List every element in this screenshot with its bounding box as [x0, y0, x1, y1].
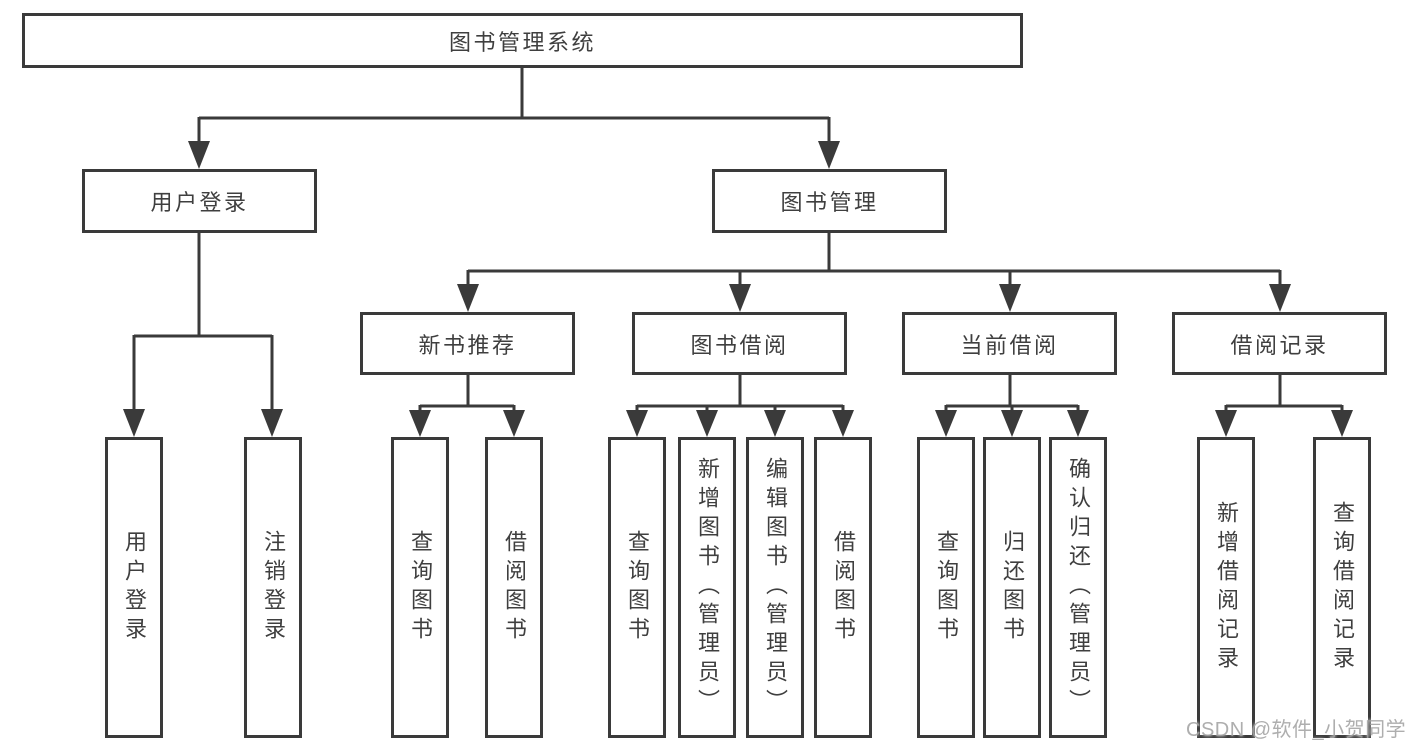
leaf-add-books-admin-label: 新增图书（管理员）	[695, 457, 720, 718]
leaf-query-borrow-record-label: 查询借阅记录	[1330, 500, 1355, 675]
node-book-borrow: 图书借阅	[632, 312, 847, 375]
leaf-query-books-borrow: 查询图书	[608, 437, 666, 738]
leaf-add-books-admin: 新增图书（管理员）	[678, 437, 736, 738]
node-user-login: 用户登录	[82, 169, 317, 233]
leaf-return-books: 归还图书	[983, 437, 1041, 738]
leaf-logout: 注销登录	[244, 437, 302, 738]
leaf-borrow-books-recommend-label: 借阅图书	[502, 529, 527, 646]
leaf-query-books-borrow-label: 查询图书	[625, 529, 650, 646]
leaf-query-books-recommend-label: 查询图书	[408, 529, 433, 646]
leaf-query-books-current-label: 查询图书	[934, 529, 959, 646]
leaf-confirm-return-admin: 确认归还（管理员）	[1049, 437, 1107, 738]
node-current-borrow: 当前借阅	[902, 312, 1117, 375]
leaf-query-books-recommend: 查询图书	[391, 437, 449, 738]
leaf-query-borrow-record: 查询借阅记录	[1313, 437, 1371, 738]
leaf-return-books-label: 归还图书	[1000, 529, 1025, 646]
node-new-book-recommend: 新书推荐	[360, 312, 575, 375]
leaf-add-borrow-record-label: 新增借阅记录	[1214, 500, 1239, 675]
node-root-label: 图书管理系统	[448, 29, 596, 55]
node-new-book-recommend-label: 新书推荐	[418, 332, 517, 358]
leaf-add-borrow-record: 新增借阅记录	[1197, 437, 1255, 738]
node-borrow-records-label: 借阅记录	[1230, 332, 1329, 358]
leaf-edit-books-admin: 编辑图书（管理员）	[746, 437, 804, 738]
arrowheads	[123, 141, 1353, 437]
node-borrow-records: 借阅记录	[1172, 312, 1387, 375]
leaf-borrow-books-recommend: 借阅图书	[485, 437, 543, 738]
node-user-login-label: 用户登录	[150, 190, 249, 215]
node-book-management-label: 图书管理	[780, 190, 879, 215]
leaf-borrow-books: 借阅图书	[814, 437, 872, 738]
leaf-query-books-current: 查询图书	[917, 437, 975, 738]
leaf-borrow-books-label: 借阅图书	[831, 529, 856, 646]
leaf-user-login: 用户登录	[105, 437, 163, 738]
leaf-confirm-return-admin-label: 确认归还（管理员）	[1066, 457, 1091, 718]
leaf-edit-books-admin-label: 编辑图书（管理员）	[763, 457, 788, 718]
node-current-borrow-label: 当前借阅	[960, 332, 1059, 358]
node-book-management: 图书管理	[712, 169, 947, 233]
node-root-system: 图书管理系统	[22, 13, 1023, 68]
csdn-watermark: CSDN @软件_小贺同学	[1186, 719, 1405, 741]
leaf-logout-label: 注销登录	[261, 529, 286, 646]
leaf-user-login-label: 用户登录	[122, 529, 147, 646]
node-book-borrow-label: 图书借阅	[690, 332, 789, 358]
